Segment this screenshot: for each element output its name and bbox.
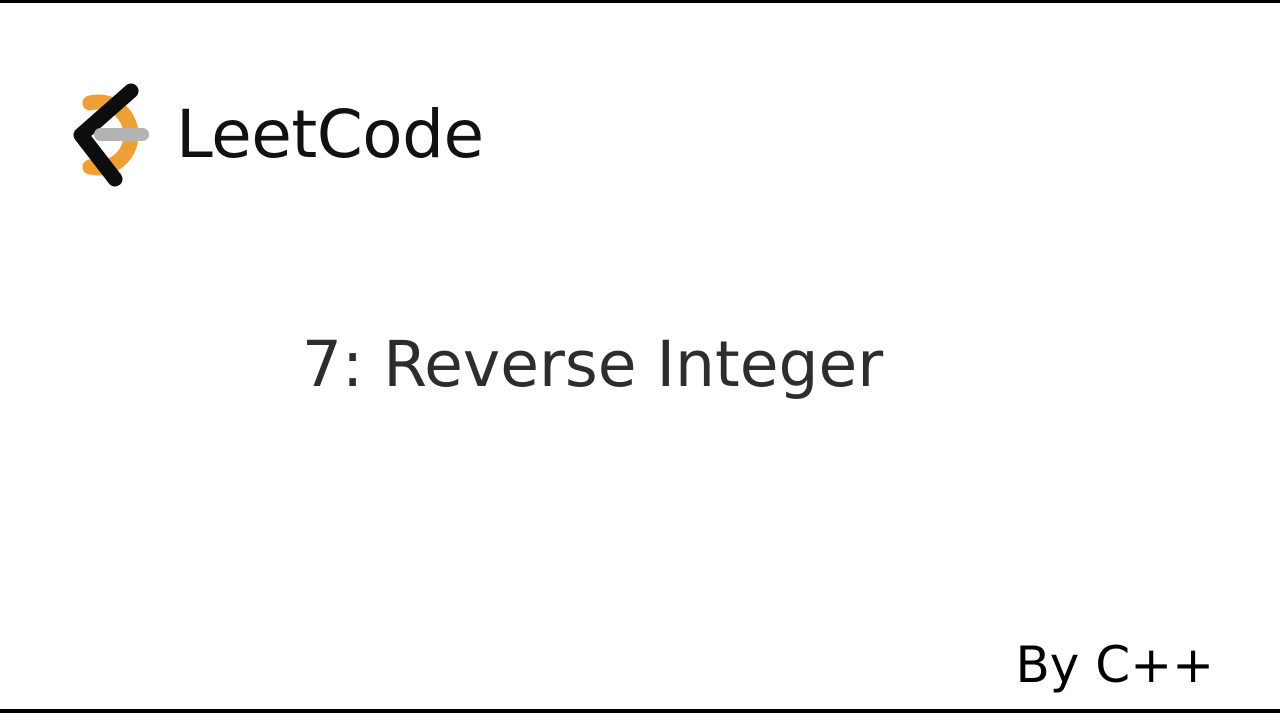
- leetcode-wordmark: LeetCode: [176, 96, 484, 173]
- leetcode-brand-lockup: LeetCode: [68, 82, 484, 188]
- byline-label: By C++: [1015, 636, 1215, 694]
- leetcode-logo-icon: [73, 83, 149, 187]
- letterbox-bar-top: [0, 0, 1280, 3]
- letterbox-bar-bottom: [0, 709, 1280, 713]
- page-title: 7: Reverse Integer: [301, 328, 884, 401]
